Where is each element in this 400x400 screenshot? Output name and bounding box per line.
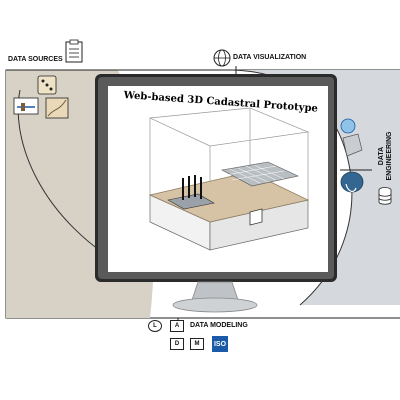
cadastral-model (148, 107, 310, 251)
model-building-grid (221, 161, 299, 187)
map-icon (45, 97, 69, 119)
chip-m: M (190, 338, 204, 350)
chip-l: L (148, 320, 162, 332)
chip-d: D (170, 338, 184, 350)
model-tunnel (249, 208, 263, 226)
model-grid-lines (225, 164, 285, 184)
server-icon (340, 118, 363, 157)
model-land-surface (148, 171, 310, 223)
monitor-base (172, 297, 258, 313)
data-modeling-label: DATA MODELING (190, 322, 248, 329)
iso-icon: ISO (212, 336, 228, 352)
chart-icon (13, 97, 39, 115)
monitor-stand (191, 281, 239, 301)
data-engineering-zone (232, 70, 400, 305)
model-pillars (182, 175, 202, 200)
elephant-icon (340, 171, 364, 193)
data-visualization-label: DATA VISUALIZATION (233, 54, 307, 61)
database-icon (378, 187, 392, 205)
data-sources-label: DATA SOURCES (8, 56, 63, 63)
model-wireframe (148, 107, 310, 222)
data-engineering-text: DATA ENGINEERING (378, 131, 393, 181)
globe-icon (213, 49, 231, 67)
chip-a: A (170, 320, 184, 332)
dice-icon (37, 75, 57, 95)
clipboard-icon (65, 39, 83, 63)
data-engineering-label: DATA ENGINEERING (378, 126, 394, 186)
